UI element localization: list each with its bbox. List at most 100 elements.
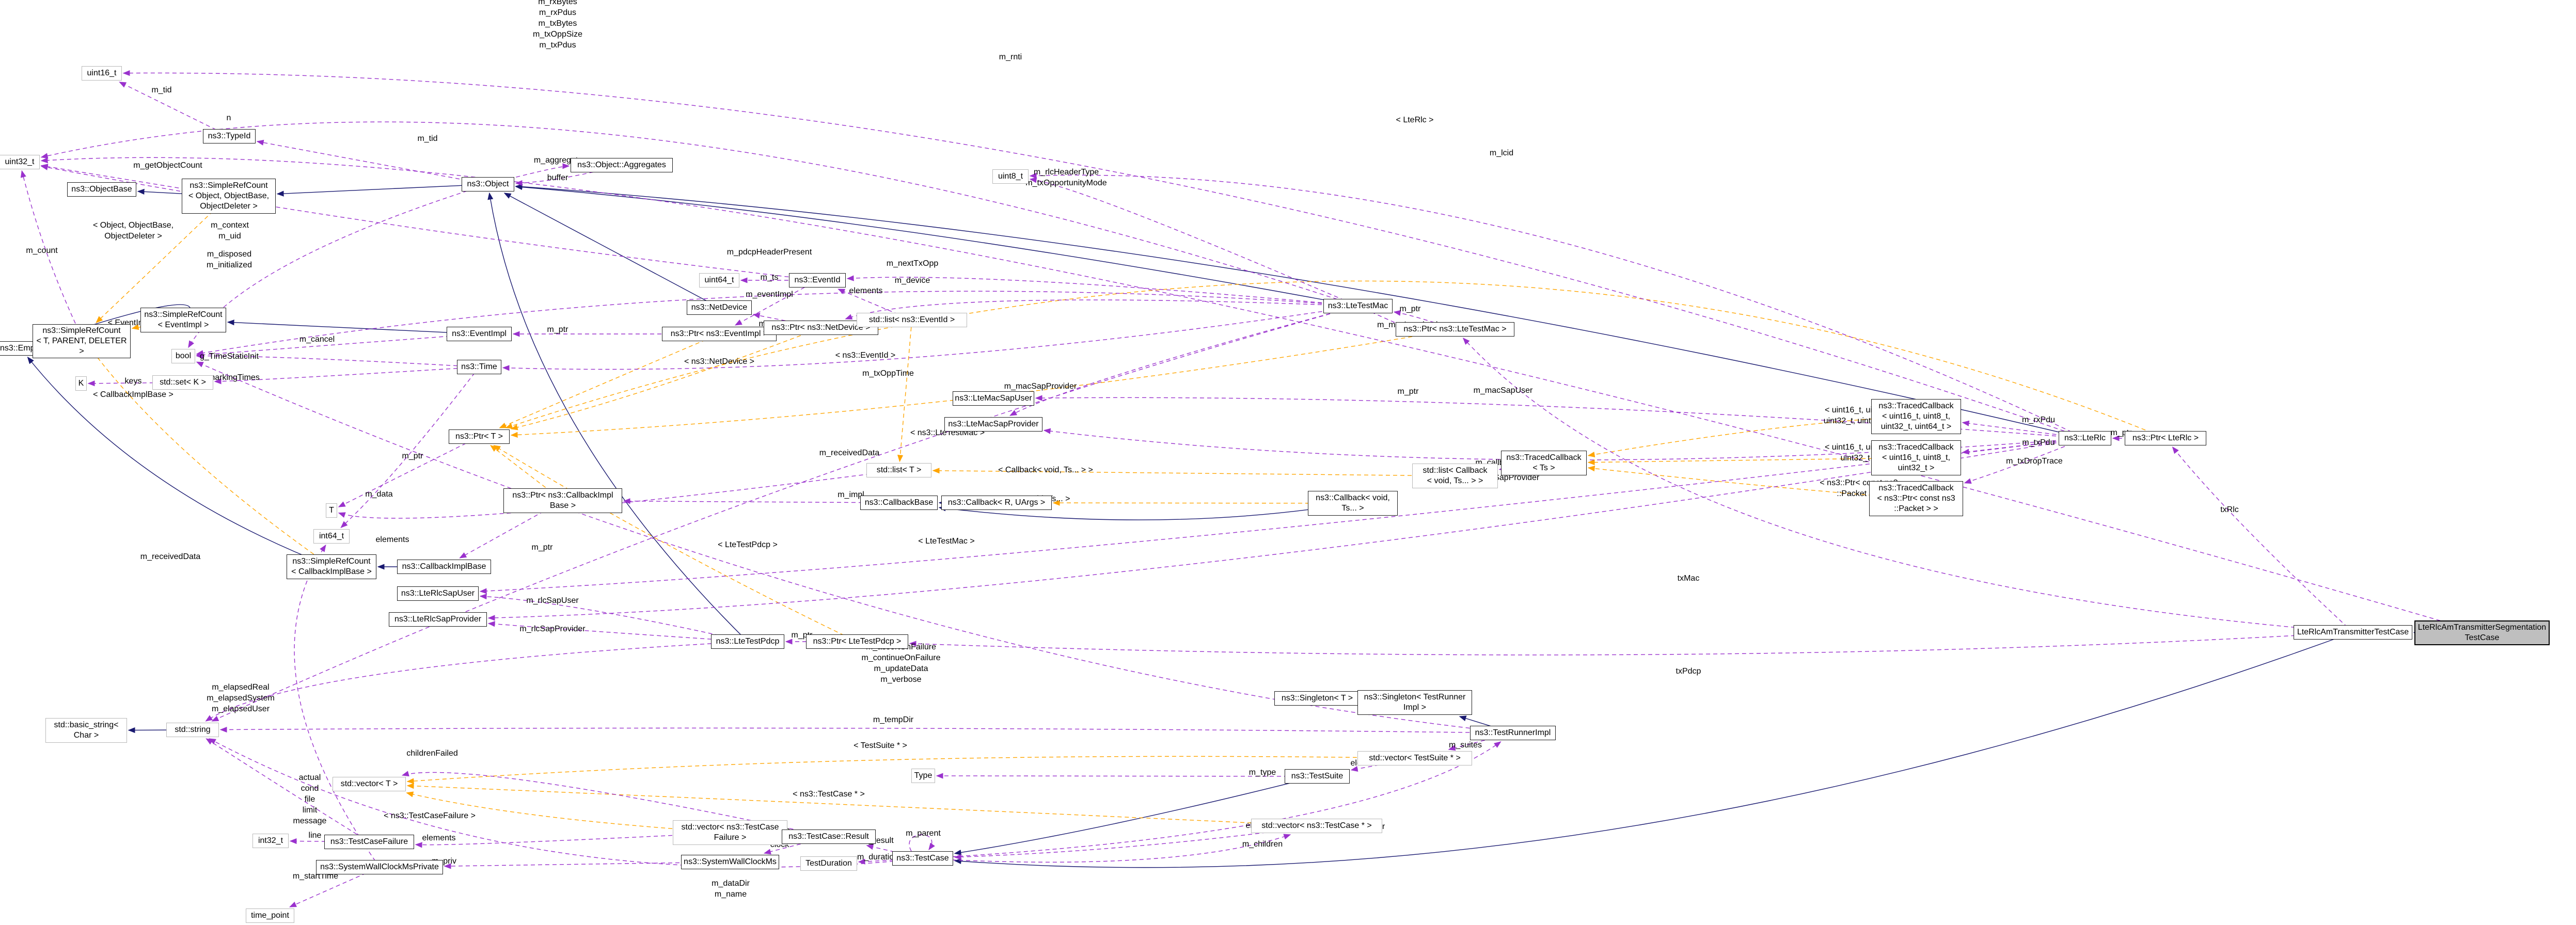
- node-eventimpl[interactable]: ns3::EventImpl: [447, 327, 512, 341]
- node-wallclockpriv[interactable]: ns3::SystemWallClockMsPrivate: [316, 860, 443, 874]
- edge-label: < Object, ObjectBase, ObjectDeleter >: [92, 221, 174, 241]
- node-tracedcb-ts[interactable]: ns3::TracedCallback < Ts >: [1501, 451, 1587, 475]
- node-callback-r[interactable]: ns3::Callback< R, UArgs >: [941, 496, 1052, 510]
- node-cib[interactable]: ns3::CallbackImplBase: [397, 560, 491, 574]
- edge-vector-testsuite-vector-t: [406, 756, 1415, 784]
- node-time[interactable]: ns3::Time: [457, 360, 501, 374]
- node-tracedcb-4[interactable]: ns3::TracedCallback < uint16_t, uint8_t,…: [1871, 399, 1961, 434]
- edge-label: m_ptr: [1397, 387, 1419, 396]
- edge-label: elements: [375, 535, 409, 544]
- node-list-callback: std::list< Callback < void, Ts... > >: [1412, 464, 1498, 488]
- edge-label: m_macSapProvider: [1004, 381, 1077, 391]
- edge-label: < ns3::TestCaseFailure >: [384, 811, 476, 820]
- edge-label: m_children: [1242, 839, 1283, 849]
- node-rlcsapprovider[interactable]: ns3::LteRlcSapProvider: [389, 612, 487, 627]
- node-tcfailure[interactable]: ns3::TestCaseFailure: [324, 835, 414, 849]
- edge-label: m_cancel: [299, 334, 335, 344]
- edge-label: < LteRlc >: [1396, 115, 1434, 124]
- node-eventid[interactable]: ns3::EventId: [789, 273, 846, 288]
- node-ltetc[interactable]: LteRlcAmTransmitterTestCase: [2294, 625, 2412, 640]
- node-ptr-ltetestpdcp[interactable]: ns3::Ptr< LteTestPdcp >: [806, 634, 908, 649]
- node-lterlc[interactable]: ns3::LteRlc: [2059, 431, 2111, 445]
- node-ptr-eventimpl[interactable]: ns3::Ptr< ns3::EventImpl >: [662, 327, 777, 341]
- edge-ltetestmac-object: [515, 184, 1358, 307]
- node-netdevice[interactable]: ns3::NetDevice: [687, 300, 752, 315]
- node-typeid[interactable]: ns3::TypeId: [203, 129, 256, 143]
- node-callbackbase[interactable]: ns3::CallbackBase: [860, 496, 938, 510]
- node-aggregates[interactable]: ns3::Object::Aggregates: [571, 158, 673, 172]
- node-objectbase[interactable]: ns3::ObjectBase: [67, 182, 136, 197]
- node-ptr-lterlc[interactable]: ns3::Ptr< LteRlc >: [2125, 431, 2206, 445]
- edge-lterlc-tracedcb-4: [1962, 420, 2085, 439]
- node-tracedcb-3[interactable]: ns3::TracedCallback < uint16_t, uint8_t,…: [1871, 440, 1961, 475]
- node-uint32: uint32_t: [0, 155, 40, 169]
- edge-lterlc-uint16: [122, 70, 2085, 439]
- edge-ptr-netdevice-ptr-t: [510, 327, 821, 430]
- edge-label: m_rlcHeaderType m_txOpportunityMode: [1025, 168, 1107, 187]
- node-tracedcb-pkt[interactable]: ns3::TracedCallback < ns3::Ptr< const ns…: [1869, 481, 1963, 516]
- edge-ptr-ltetestpdcp-ptr-t: [493, 445, 858, 642]
- edge-label: < LteTestMac >: [918, 536, 975, 546]
- edge-label: m_ptr: [547, 325, 568, 334]
- edge-label: m_getObjectCount: [133, 161, 202, 170]
- node-timepoint: time_point: [246, 908, 294, 923]
- node-rlcsapuser[interactable]: ns3::LteRlcSapUser: [397, 586, 479, 601]
- node-singleton-t[interactable]: ns3::Singleton< T >: [1274, 691, 1360, 706]
- node-macsapprovider[interactable]: ns3::LteMacSapProvider: [944, 417, 1042, 432]
- node-callback-void[interactable]: ns3::Callback< void, Ts... >: [1308, 491, 1398, 516]
- edge-label: m_suites: [1448, 740, 1482, 749]
- edge-label: g_markingTimes: [199, 373, 260, 382]
- node-int32: int32_t: [252, 834, 289, 848]
- edge-label: < CallbackImplBase >: [93, 390, 173, 399]
- edge-label: elements: [849, 286, 883, 295]
- node-src-generic[interactable]: ns3::SimpleRefCount < T, PARENT, DELETER…: [33, 324, 131, 358]
- edge-label: < LteTestPdcp >: [718, 540, 778, 549]
- edge-object-src-object: [276, 184, 488, 197]
- edge-label: m_duration: [857, 852, 899, 862]
- node-ltetestmac[interactable]: ns3::LteTestMac: [1323, 299, 1393, 313]
- edge-label: m_type: [1249, 768, 1276, 777]
- edge-label: m_txDropTrace: [2006, 456, 2063, 466]
- node-wallclock[interactable]: ns3::SystemWallClockMs: [681, 855, 779, 869]
- node-object[interactable]: ns3::Object: [462, 177, 514, 192]
- node-result[interactable]: ns3::TestCase::Result: [782, 830, 876, 844]
- edge-ptr-eventimpl-ptr-t: [499, 333, 720, 428]
- node-singleton-tri[interactable]: ns3::Singleton< TestRunner Impl >: [1357, 690, 1472, 715]
- edge-callbackbase-ptr-cib: [623, 498, 899, 504]
- node-testsuite[interactable]: ns3::TestSuite: [1285, 769, 1350, 784]
- edge-label: m_tid: [417, 134, 438, 143]
- edge-label: m_macSapUser: [1473, 386, 1533, 395]
- edge-label: m_ts: [760, 273, 779, 282]
- edge-label: m_rnti: [999, 52, 1022, 61]
- edge-label: m_device: [894, 276, 930, 285]
- node-testrunnerimpl[interactable]: ns3::TestRunnerImpl: [1470, 726, 1556, 740]
- edge-label: m_rlcSapProvider: [519, 624, 586, 633]
- edge-typeid-uint16: [119, 82, 230, 137]
- node-testcase[interactable]: ns3::TestCase: [892, 851, 953, 866]
- edge-lterlc-rlcsapuser: [479, 438, 2085, 594]
- edge-label: m_pdcpHeaderPresent: [726, 247, 812, 257]
- node-list-t: std::list< T >: [866, 463, 931, 477]
- edge-label: m_tid: [151, 85, 172, 94]
- edge-label: m_parent: [906, 828, 941, 838]
- node-macsapuser[interactable]: ns3::LteMacSapUser: [953, 391, 1034, 406]
- edge-list-callback-list-t: [932, 468, 1456, 476]
- node-ptr-netdevice[interactable]: ns3::Ptr< ns3::NetDevice >: [764, 321, 878, 335]
- node-ltetestpdcp[interactable]: ns3::LteTestPdcp: [711, 634, 784, 649]
- node-src-object[interactable]: ns3::SimpleRefCount < Object, ObjectBase…: [182, 179, 276, 214]
- node-src-eventimpl[interactable]: ns3::SimpleRefCount < EventImpl >: [140, 308, 226, 332]
- edge-object-typeid: [256, 139, 488, 185]
- node-ptr-t[interactable]: ns3::Ptr< T >: [449, 429, 510, 444]
- node-ptr-ltetestmac[interactable]: ns3::Ptr< ns3::LteTestMac >: [1396, 322, 1514, 337]
- edge-ptr-lterlc-ptr-t: [505, 280, 2166, 439]
- edge-list-eventid-eventid: [837, 289, 912, 321]
- edge-wallclockpriv-int64: [294, 544, 380, 868]
- node-ptr-cib[interactable]: ns3::Ptr< ns3::CallbackImpl Base >: [503, 488, 622, 513]
- edge-testcase-testcase: [909, 834, 935, 852]
- node-uint64: uint64_t: [699, 273, 739, 288]
- node-src-cib[interactable]: ns3::SimpleRefCount < CallbackImplBase >: [287, 554, 376, 579]
- node-main[interactable]: LteRlcAmTransmitterSegmentation TestCase: [2414, 620, 2550, 645]
- edge-label: m_context m_uid: [211, 221, 249, 241]
- edge-label: m_tempDir: [873, 715, 914, 724]
